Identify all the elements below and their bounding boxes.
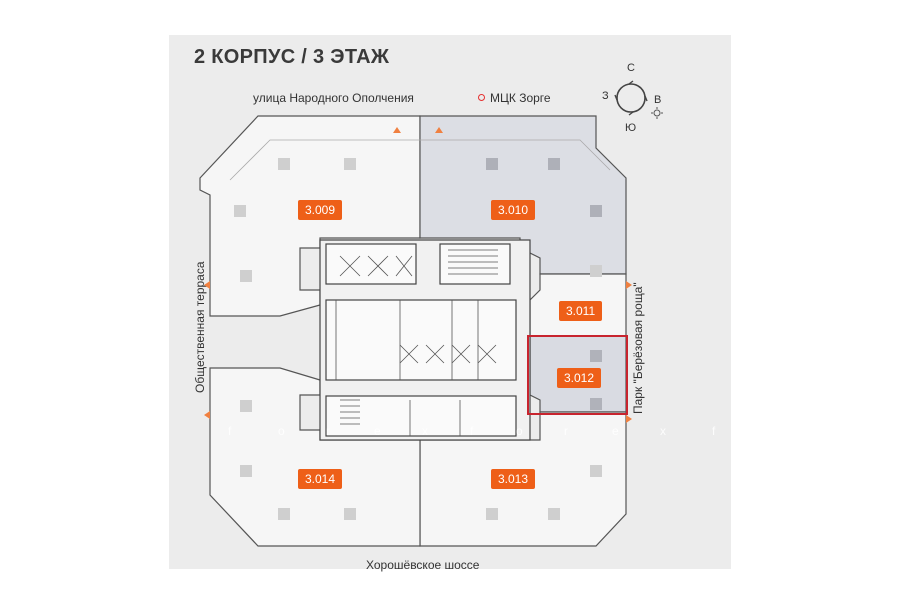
unit-label-3010[interactable]: 3.010 — [491, 200, 536, 220]
watermark-char: f — [470, 424, 474, 438]
street-label-top: улица Народного Ополчения — [253, 91, 414, 105]
unit-label-3014[interactable]: 3.014 — [298, 469, 343, 489]
watermark-char: f — [228, 424, 232, 438]
compass: С Ю З В — [596, 62, 666, 136]
unit-label-3011[interactable]: 3.011 — [559, 301, 603, 321]
metro-icon — [478, 94, 485, 101]
watermark-char: r — [564, 424, 568, 438]
watermark-char: e — [374, 424, 381, 438]
metro-label: МЦК Зорге — [490, 91, 551, 105]
compass-icon — [614, 80, 663, 119]
watermark-char: o — [278, 424, 285, 438]
page-title: 2 КОРПУС / 3 ЭТАЖ — [194, 46, 390, 68]
compass-north: С — [627, 62, 635, 74]
watermark-char: x — [422, 424, 428, 438]
unit-label-3012[interactable]: 3.012 — [557, 368, 602, 388]
metro-station: МЦК Зорге — [478, 91, 551, 105]
compass-east: В — [654, 94, 662, 106]
watermark-char: e — [612, 424, 619, 438]
watermark-char: f — [712, 424, 716, 438]
watermark-char: x — [660, 424, 666, 438]
watermark-char: r — [326, 424, 330, 438]
compass-south: Ю — [625, 122, 637, 134]
unit-label-3013[interactable]: 3.013 — [491, 469, 536, 489]
watermark-char: o — [516, 424, 523, 438]
unit-label-3009[interactable]: 3.009 — [298, 200, 343, 220]
compass-west: З — [602, 90, 609, 102]
street-label-bottom: Хорошёвское шоссе — [366, 558, 480, 572]
